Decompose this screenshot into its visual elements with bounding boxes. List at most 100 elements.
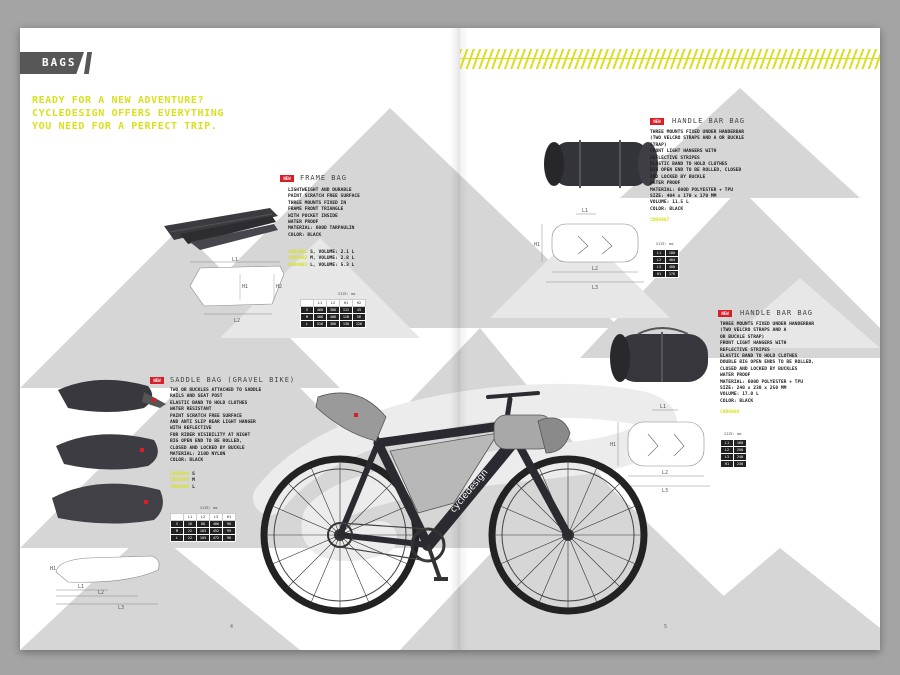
handle-bar-bag-1-size-caption: SIZE: mm bbox=[656, 242, 674, 246]
size-table-cell: H1 bbox=[720, 460, 734, 468]
size-table-cell: 98 bbox=[222, 534, 236, 542]
frame-bag-code-l: CDB0003 L, VOLUME: 5.3 L bbox=[288, 262, 355, 268]
catalog-spread: BAGS READY FOR A NEW ADVENTURE? CYCLEDES… bbox=[20, 28, 880, 650]
size-table-cell: 22 bbox=[183, 527, 197, 535]
size-table-cell: L bbox=[170, 534, 184, 542]
size-table-cell: 103 bbox=[196, 527, 210, 535]
frame-bag-diagram: L1 H1 H2 L2 bbox=[189, 257, 285, 324]
dim-H1: H1 bbox=[610, 442, 616, 448]
size-table-cell: 404 bbox=[665, 256, 679, 264]
headline: READY FOR A NEW ADVENTURE? CYCLEDESIGN O… bbox=[32, 94, 232, 133]
page-number-left: 4 bbox=[230, 624, 234, 630]
size-table-cell: 118 bbox=[339, 313, 353, 321]
handle-bar-bag-2-code-wrap: CDB0008 bbox=[720, 410, 739, 416]
size-table-cell: H1 bbox=[652, 270, 666, 278]
dim-L2: L2 bbox=[662, 470, 668, 476]
accent-stripe bbox=[460, 49, 880, 69]
frame-bag-codes: CDB0001 S, VOLUME: 2.1 L CDB0002 M, VOLU… bbox=[288, 250, 354, 269]
saddle-bag-photos bbox=[52, 379, 166, 524]
accent-stripe-line bbox=[460, 58, 880, 59]
frame-bag-title: FRAME BAG bbox=[300, 174, 347, 182]
size-table-cell: H1 bbox=[339, 299, 353, 307]
frame-bag-photo bbox=[164, 208, 278, 250]
size-table-cell: L1 bbox=[183, 513, 197, 521]
size-table-cell bbox=[170, 513, 184, 521]
size-table-cell: 240 bbox=[733, 453, 747, 461]
size-table-cell: 112 bbox=[339, 306, 353, 314]
size-table-cell: L2 bbox=[196, 513, 210, 521]
saddle-bag-code-l: CDB0006 L bbox=[170, 484, 195, 490]
size-table-cell: S bbox=[300, 306, 314, 314]
handle-bar-bag-1-diagram: L1 H1 L2 L3 bbox=[534, 208, 644, 290]
frame-bag-description: LIGHTWEIGHT AND DURABLE PAINT SCRATCH FR… bbox=[288, 188, 360, 238]
dim-L3: L3 bbox=[592, 285, 598, 290]
handle-bar-bag-1-description: THREE MOUNTS FIXED UNDER HANDERBAR (TWO … bbox=[650, 130, 745, 212]
size-table-cell: 400 bbox=[665, 263, 679, 271]
size-table-cell: L3 bbox=[720, 453, 734, 461]
size-table-cell: 103 bbox=[196, 534, 210, 542]
new-badge-frame-bag: NEW bbox=[280, 175, 294, 182]
size-table-cell: 88 bbox=[196, 520, 210, 528]
size-table-cell: M bbox=[300, 313, 314, 321]
dim-L1: L1 bbox=[582, 208, 588, 214]
dim-H1: H1 bbox=[242, 284, 248, 290]
headline-line-2: CYCLEDESIGN OFFERS EVERYTHING bbox=[32, 108, 224, 119]
size-table-cell: 126 bbox=[352, 320, 366, 328]
size-table-cell: L2 bbox=[720, 446, 734, 454]
handle-bar-bag-1-code: CDB0007 bbox=[650, 218, 670, 223]
saddle-bag-photo-s bbox=[58, 379, 166, 412]
size-table-cell: 99 bbox=[222, 527, 236, 535]
handle-bar-bag-1-photo bbox=[544, 140, 658, 188]
new-badge-handle-bar-bag-2: NEW bbox=[718, 310, 732, 317]
frame-bag-size-caption: SIZE: mm bbox=[338, 292, 356, 296]
size-table-cell: L bbox=[300, 320, 314, 328]
saddle-bag-diagram: H1 L1 L2 L3 bbox=[50, 555, 160, 610]
dim-L2: L2 bbox=[592, 266, 598, 272]
size-table-cell: 406 bbox=[326, 313, 340, 321]
saddle-bag-description: TWO OR BUCKLES ATTACHED TO SADDLE RAILS … bbox=[170, 388, 262, 464]
size-table-cell: 386 bbox=[326, 306, 340, 314]
size-table-cell: 96 bbox=[222, 520, 236, 528]
dim-H1: H1 bbox=[534, 242, 540, 248]
headline-line-1: READY FOR A NEW ADVENTURE? bbox=[32, 95, 205, 106]
size-table-cell: L2 bbox=[326, 299, 340, 307]
size-table-cell: H2 bbox=[352, 299, 366, 307]
section-tab-mark bbox=[84, 52, 92, 74]
size-table-cell: 230 bbox=[733, 460, 747, 468]
handle-bar-bag-2-code: CDB0008 bbox=[720, 410, 740, 415]
size-table-cell bbox=[300, 299, 314, 307]
size-table-cell: 466 bbox=[313, 306, 327, 314]
handle-bar-bag-2-description: THREE MOUNTS FIXED UNDER HANDERBAR (TWO … bbox=[720, 322, 815, 404]
new-badge-handle-bar-bag-1: NEW bbox=[650, 118, 664, 125]
handle-bar-bag-2-photo bbox=[610, 327, 708, 382]
size-table-cell: M bbox=[170, 527, 184, 535]
size-table-cell: 472 bbox=[209, 534, 223, 542]
size-table-cell: 170 bbox=[665, 270, 679, 278]
size-table-cell: 22 bbox=[183, 534, 197, 542]
dim-H1: H1 bbox=[50, 566, 56, 572]
saddle-bag-title: SADDLE BAG (GRAVEL BIKE) bbox=[170, 376, 296, 384]
dim-L3: L3 bbox=[662, 488, 668, 492]
frame-bag-code-s: CDB0001 S, VOLUME: 2.1 L bbox=[288, 250, 355, 255]
dim-L2: L2 bbox=[234, 318, 240, 324]
size-table-cell: L2 bbox=[652, 256, 666, 264]
size-table-cell: 406 bbox=[209, 520, 223, 528]
size-table-cell: 486 bbox=[313, 313, 327, 321]
size-table-cell: 45 bbox=[352, 306, 366, 314]
frame-bag-code-m: CDB0002 M, VOLUME: 2.8 L bbox=[288, 256, 355, 262]
new-badge-saddle-bag: NEW bbox=[150, 377, 164, 384]
bike-bags bbox=[315, 392, 571, 514]
